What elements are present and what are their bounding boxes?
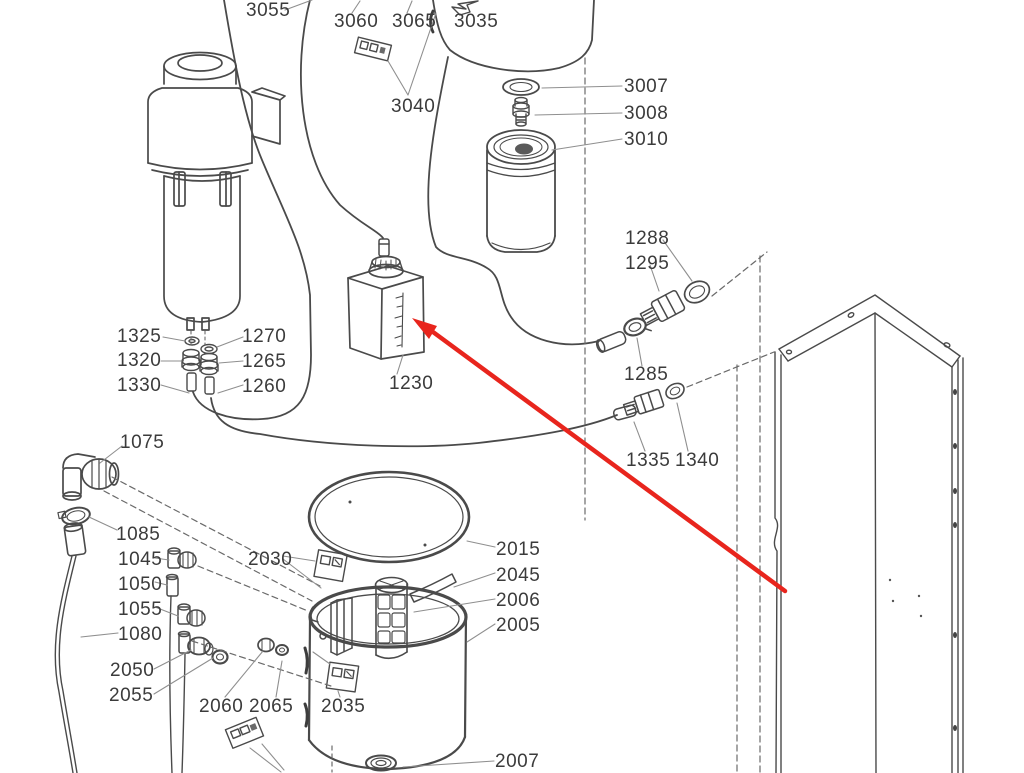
hose-end-connector (378, 238, 390, 257)
fittings-1325-1270-1320-1265 (181, 336, 219, 395)
part-label-2006: 2006 (496, 590, 541, 611)
reservoir-bottle-1230 (347, 255, 425, 360)
hose-clamp-1085 (57, 506, 91, 526)
part-label-1045: 1045 (118, 549, 163, 570)
drain-2007 (365, 754, 397, 772)
part-label-2035: 2035 (321, 696, 366, 717)
part-label-1265: 1265 (242, 351, 287, 372)
leader-lines (80, 0, 693, 768)
filter-regulator-assembly (147, 51, 286, 331)
hose-sleeve-1080 (63, 522, 87, 557)
fitting-1295 (639, 290, 686, 327)
inline-filter-3010 (486, 129, 556, 253)
bucket-lid-2015 (307, 470, 471, 564)
label-plate-icon (325, 661, 360, 693)
part-label-1335: 1335 (626, 450, 671, 471)
part-label-3060: 3060 (334, 11, 379, 32)
washer-3007 (502, 78, 540, 96)
part-label-1288: 1288 (625, 228, 670, 249)
part-label-2007: 2007 (495, 751, 540, 772)
retainer-clip-part (429, 9, 435, 34)
hose-to-bottle-connector (299, 0, 384, 239)
part-label-1080: 1080 (118, 624, 163, 645)
part-label-1270: 1270 (242, 326, 287, 347)
side-panel (773, 294, 964, 773)
part-label-2055: 2055 (109, 685, 154, 706)
red-annotation-arrow (412, 318, 788, 594)
hose-left-loop (192, 0, 312, 421)
hose-sleeve-lower (612, 404, 637, 421)
part-label-1075: 1075 (120, 432, 165, 453)
part-label-2030: 2030 (248, 549, 293, 570)
elbow-fitting-1045 (167, 547, 197, 569)
label-plate-icon (353, 36, 393, 62)
part-label-1285: 1285 (624, 364, 669, 385)
block-arrow-glyph (451, 0, 479, 16)
part-label-3010: 3010 (624, 129, 669, 150)
part-label-2005: 2005 (496, 615, 541, 636)
part-label-3065: 3065 (392, 11, 437, 32)
washer-2065 (275, 644, 289, 656)
plug-2050 (187, 636, 214, 656)
nut-2060 (257, 637, 275, 653)
part-label-2050: 2050 (110, 660, 155, 681)
part-label-3055: 3055 (246, 0, 291, 21)
part-label-2060: 2060 (199, 696, 244, 717)
clamp-1285 (623, 317, 652, 337)
label-plate-icon (313, 549, 348, 583)
dashed-projection-lines (103, 57, 775, 773)
part-label-1085: 1085 (116, 524, 161, 545)
part-label-1340: 1340 (675, 450, 720, 471)
air-tank (432, 0, 595, 73)
part-label-1330: 1330 (117, 375, 162, 396)
drain-hose-1080 (54, 555, 78, 773)
part-label-1325: 1325 (117, 326, 162, 347)
part-label-1055: 1055 (118, 599, 163, 620)
ring-1340 (665, 382, 685, 400)
part-label-2045: 2045 (496, 565, 541, 586)
washer-2055 (211, 649, 229, 665)
part-label-1230: 1230 (389, 373, 434, 394)
plate-leader-lines (249, 743, 285, 773)
label-plate-icon (224, 716, 265, 749)
elbow-fitting-1075 (62, 453, 120, 501)
part-label-1295: 1295 (625, 253, 670, 274)
part-label-2065: 2065 (249, 696, 294, 717)
part-label-3008: 3008 (624, 103, 669, 124)
part-label-1260: 1260 (242, 376, 287, 397)
rim-hook (309, 606, 327, 640)
ring-1288 (683, 280, 711, 304)
part-label-3007: 3007 (624, 76, 669, 97)
inner-bracket (330, 597, 353, 656)
retainer-band-2045 (409, 573, 457, 603)
elbow-fitting-1055 (177, 603, 206, 627)
part-label-1050: 1050 (118, 574, 163, 595)
fitting-1335 (622, 388, 665, 416)
tube-1050 (165, 573, 179, 597)
hose-long-bottom (210, 397, 618, 448)
dash-dot-lines (190, 330, 206, 346)
part-label-1320: 1320 (117, 350, 162, 371)
waste-bucket-2005 (307, 585, 468, 771)
part-label-2015: 2015 (496, 539, 541, 560)
bucket-edge-clips (303, 646, 309, 728)
fitting-3008 (512, 96, 530, 127)
part-label-3040: 3040 (391, 96, 436, 117)
hose-tank-to-sleeve (427, 56, 600, 346)
part-label-3035: 3035 (454, 11, 499, 32)
hose-sleeve-upper (595, 331, 627, 353)
